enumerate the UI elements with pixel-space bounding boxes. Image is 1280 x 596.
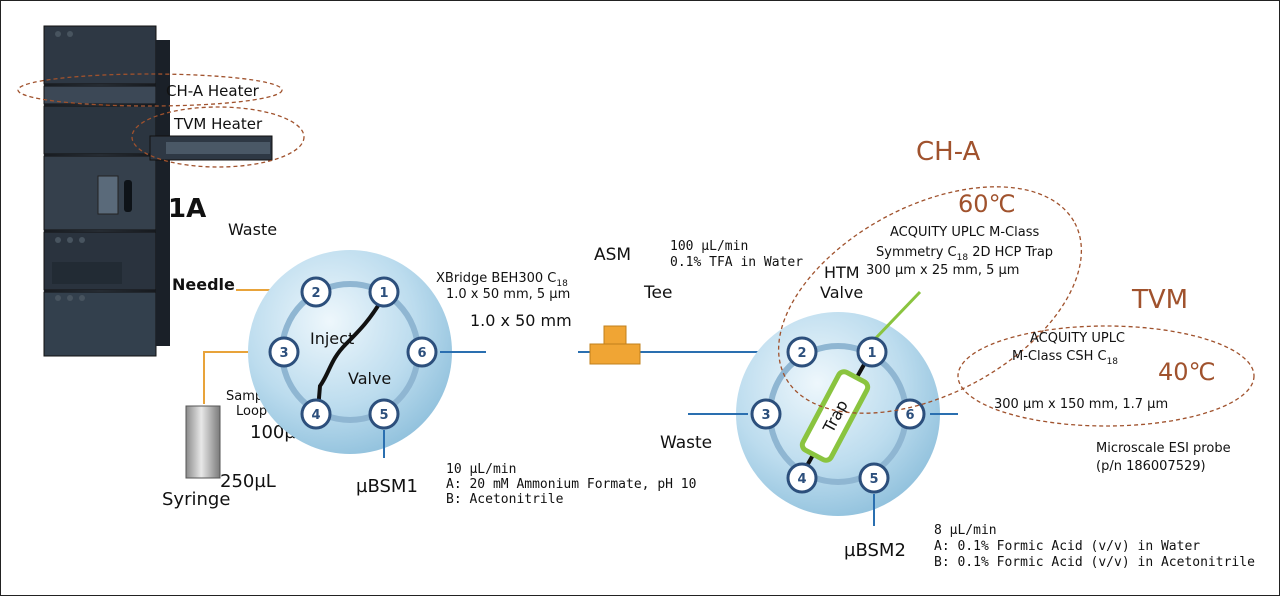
instrument-id-label: 1A — [168, 194, 206, 224]
cha-heater-highlight — [17, 73, 283, 107]
inject-port-2-label: 2 — [311, 286, 320, 301]
column1-name-line2: 1.0 x 50 mm, 5 µm — [446, 287, 570, 302]
inject-port-3-label: 3 — [279, 346, 288, 361]
tvm-heater-highlight — [131, 106, 305, 168]
cha-column-line3: 300 µm x 25 mm, 5 µm — [866, 263, 1019, 278]
htm-valve-label-2: Valve — [820, 283, 863, 302]
inject-port-2 — [300, 276, 332, 308]
pump1-label: µBSM1 — [356, 476, 418, 497]
asm-flow: 100 µL/min — [670, 239, 748, 254]
pump1-solvent-a: A: 20 mM Ammonium Formate, pH 10 — [446, 477, 696, 492]
needle-label: Needle — [172, 275, 235, 294]
htm-port-5 — [858, 462, 890, 494]
syringe-label: Syringe — [162, 489, 230, 510]
inject-port-5-label: 5 — [379, 408, 388, 423]
waste-label-left: Waste — [228, 220, 277, 239]
inject-valve-label-valve: Valve — [348, 369, 391, 388]
column1-dims: 1.0 x 50 mm — [470, 311, 572, 330]
htm-port-6 — [894, 398, 926, 430]
cha-title: CH-A — [916, 137, 981, 167]
inject-port-1 — [368, 276, 400, 308]
htm-port-5-label: 5 — [869, 472, 878, 487]
htm-port-3-label: 3 — [761, 408, 770, 423]
sample-loop-label-2: Loop — [236, 404, 267, 419]
instrument-stack — [43, 25, 273, 357]
pump2-solvent-a: A: 0.1% Formic Acid (v/v) in Water — [934, 539, 1200, 554]
syringe — [185, 405, 221, 479]
htm-port-2-label: 2 — [797, 346, 806, 361]
pump2-solvent-b: B: 0.1% Formic Acid (v/v) in Acetonitril… — [934, 555, 1255, 570]
inject-valve: 1 2 3 4 5 6 Inject Valve — [248, 250, 486, 458]
asm-label: ASM — [594, 245, 631, 265]
pump1-solvent-b: B: Acetonitrile — [446, 492, 564, 507]
inject-port-6-label: 6 — [417, 346, 426, 361]
tvm-zone-highlight — [957, 325, 1255, 427]
htm-port-4 — [786, 462, 818, 494]
waste-label-right: Waste — [660, 433, 712, 453]
cha-heater-label: CH-A Heater — [166, 82, 260, 100]
inject-port-4-label: 4 — [311, 408, 320, 423]
pump2-label: µBSM2 — [844, 540, 906, 561]
tee-label: Tee — [643, 283, 672, 303]
pump1-flow: 10 µL/min — [446, 462, 516, 477]
tvm-heater-label: TVM Heater — [173, 115, 263, 133]
htm-port-4-label: 4 — [797, 472, 806, 487]
tvm-column-line1: ACQUITY UPLC — [1030, 331, 1125, 346]
asm-solvent: 0.1% TFA in Water — [670, 255, 803, 270]
htm-port-2 — [786, 336, 818, 368]
inject-port-1-label: 1 — [379, 286, 388, 301]
htm-port-1 — [856, 336, 888, 368]
inject-valve-label-inject: Inject — [310, 329, 354, 348]
tvm-temp: 40℃ — [1158, 358, 1216, 386]
inject-port-3 — [268, 336, 300, 368]
tvm-column-line3: 300 µm x 150 mm, 1.7 µm — [994, 397, 1168, 412]
tvm-column-line2: M-Class CSH C18 — [1012, 349, 1118, 367]
inject-port-6 — [406, 336, 438, 368]
probe-line1: Microscale ESI probe — [1096, 441, 1231, 456]
cha-temp: 60℃ — [958, 190, 1016, 218]
pump2-flow: 8 µL/min — [934, 523, 997, 538]
cha-column-line1: ACQUITY UPLC M-Class — [890, 225, 1039, 240]
htm-port-3 — [750, 398, 782, 430]
column1-name-line1: XBridge BEH300 C18 — [436, 271, 568, 289]
htm-valve-label-1: HTM — [824, 263, 860, 282]
tvm-title: TVM — [1131, 285, 1188, 315]
inject-port-4 — [300, 398, 332, 430]
inject-port-5 — [368, 398, 400, 430]
htm-valve: Trap 1 2 3 4 5 6 — [688, 290, 958, 526]
htm-port-6-label: 6 — [905, 408, 914, 423]
cha-column-line2: Symmetry C18 2D HCP Trap — [876, 245, 1053, 263]
probe-line2: (p/n 186007529) — [1096, 459, 1206, 474]
trap-cartridge: Trap — [799, 369, 871, 463]
htm-port-1-label: 1 — [867, 346, 876, 361]
syringe-volume-label: 250µL — [220, 471, 276, 492]
tee-fitting — [589, 325, 641, 365]
